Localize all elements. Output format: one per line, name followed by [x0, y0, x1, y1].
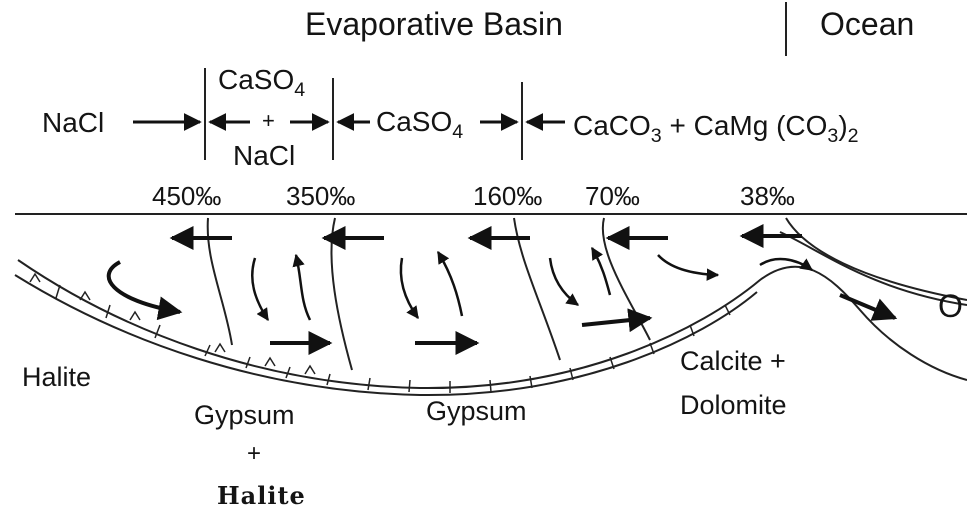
deposit-gypsum: Gypsum [426, 398, 527, 425]
deposit-gypsum-halite-1: Gypsum [194, 402, 295, 429]
basin-title: Evaporative Basin [305, 8, 563, 40]
ocean-edge-letter: O [938, 290, 963, 322]
zone-carbonate: CaCO3 + CaMg (CO3)2 [573, 112, 859, 140]
zone-caso4: CaSO4 [376, 108, 463, 136]
salinity-boundaries [208, 218, 967, 370]
deposit-dolomite: Dolomite [680, 392, 787, 419]
zone-caso4-nacl-bottom: NaCl [233, 142, 295, 170]
bottom-flow-arrows [270, 295, 895, 343]
circulation-arrows [109, 248, 812, 320]
halite-marks [30, 274, 315, 374]
deposit-calcite: Calcite + [680, 348, 786, 375]
salinity-38: 38‰ [740, 183, 795, 209]
zone-nacl: NaCl [42, 109, 104, 137]
salinity-350: 350‰ [286, 183, 355, 209]
surface-flow-arrows [172, 236, 802, 238]
basin-floor [15, 260, 967, 395]
salinity-70: 70‰ [585, 183, 640, 209]
salinity-160: 160‰ [473, 183, 542, 209]
deposit-halite: Halite [22, 364, 91, 391]
zone-caso4-nacl-top: CaSO4 [218, 66, 305, 94]
zone-caso4-nacl-plus: + [262, 110, 275, 132]
ocean-title: Ocean [820, 8, 914, 40]
salinity-450: 450‰ [152, 183, 221, 209]
deposit-gypsum-halite-2: Halite [217, 484, 306, 508]
deposit-gypsum-halite-plus: + [247, 442, 261, 466]
